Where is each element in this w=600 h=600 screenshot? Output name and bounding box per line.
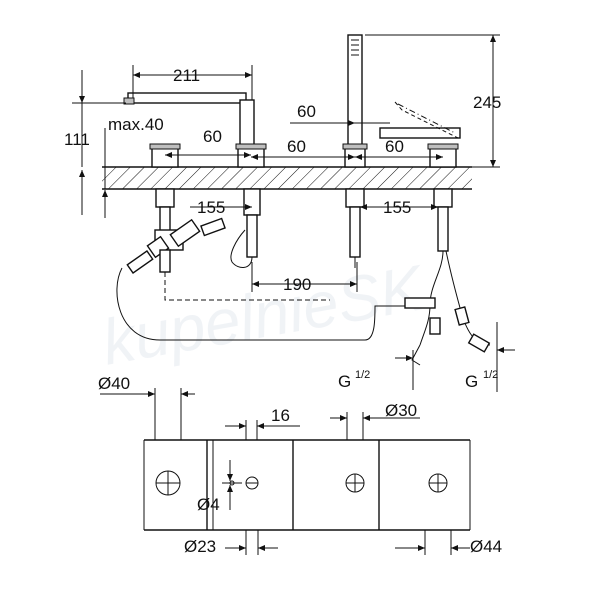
watermark-text: kupelnieSK	[97, 251, 432, 379]
dim-label-60-b: 60	[287, 137, 306, 156]
thread-right-g: G	[465, 372, 478, 391]
dim-155-left: 155	[190, 198, 252, 217]
dim-60-d: 60	[355, 137, 443, 160]
thread-left-fraction: 1/2	[355, 369, 370, 381]
dim-label-190: 190	[283, 275, 311, 294]
dim-label-d44: Ø44	[470, 537, 502, 556]
dim-label-d23: Ø23	[184, 537, 216, 556]
dim-60-a: 60	[165, 127, 251, 158]
dim-d23: Ø23	[184, 530, 278, 556]
dim-label-111: 111	[64, 130, 90, 149]
valve-spout-base	[235, 143, 267, 258]
thread-right-fraction: 1/2	[483, 369, 498, 381]
dim-label-d40: Ø40	[98, 374, 130, 393]
dim-label-60-c: 60	[297, 102, 316, 121]
dim-max40: max.40	[102, 115, 164, 218]
hand-shower	[342, 34, 368, 258]
dim-16: 16	[225, 406, 300, 440]
dim-245: 245	[365, 34, 501, 168]
bath-spout	[123, 92, 255, 151]
dim-label-245: 245	[473, 93, 501, 112]
thread-label-right: G 1/2	[465, 322, 515, 392]
dim-d4: Ø4	[197, 460, 242, 514]
dim-d40: Ø40	[98, 374, 195, 440]
dim-60-b: 60	[251, 137, 355, 160]
dim-111: 111	[64, 70, 126, 215]
dim-label-d30: Ø30	[385, 401, 417, 420]
dim-60-c: 60	[290, 102, 390, 126]
dim-label-d4: Ø4	[197, 495, 220, 514]
dim-label-max40: max.40	[108, 115, 164, 134]
dim-label-211: 211	[173, 66, 200, 85]
mixer-lever	[379, 101, 461, 252]
hole-template	[143, 439, 471, 531]
dim-label-60-d: 60	[385, 137, 404, 156]
dim-label-16: 16	[271, 406, 290, 425]
deck-section	[102, 166, 472, 190]
dim-190: 190	[251, 262, 358, 294]
hoses	[116, 229, 491, 366]
dim-d30: Ø30	[330, 401, 420, 440]
dim-label-60-a: 60	[203, 127, 222, 146]
thread-left-g: G	[338, 372, 351, 391]
dim-211: 211	[132, 65, 253, 100]
thread-label-left: G 1/2	[338, 350, 414, 391]
dim-d44: Ø44	[395, 530, 502, 556]
dim-155-right: 155	[360, 198, 438, 217]
diverter-block	[126, 217, 226, 274]
dim-label-155-left: 155	[197, 198, 225, 217]
dim-label-155-right: 155	[383, 198, 411, 217]
